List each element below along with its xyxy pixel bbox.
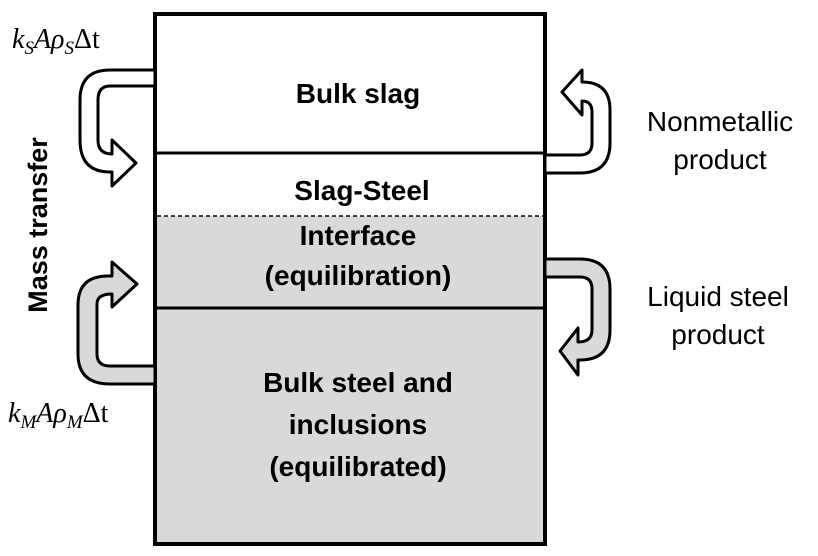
bulk-steel-region <box>155 308 545 544</box>
slag-mass-transfer-formula: kSAρSΔt <box>12 24 100 59</box>
reactor-outline <box>153 12 547 546</box>
liquid-steel-product-arrow <box>543 257 612 377</box>
metal-formula-rho-sub: M <box>66 412 84 433</box>
equilibration-label: (equilibration) <box>265 260 452 291</box>
slag-formula-delta-t: Δt <box>74 24 100 55</box>
steel-mass-transfer-arrow <box>76 260 157 386</box>
bulk-slag-region <box>155 14 545 153</box>
metal-formula-k-sub: M <box>19 412 37 433</box>
interface-label: Interface <box>300 220 417 251</box>
metal-formula-delta-t: Δt <box>83 398 109 429</box>
slag-side-interface-region <box>155 153 545 216</box>
slag-formula-a: A <box>32 24 52 55</box>
bulk-steel-label-line1: Bulk steel and <box>263 367 453 398</box>
slag-formula-rho: ρ <box>50 24 64 55</box>
slag-formula-k: k <box>12 24 25 55</box>
bulk-steel-label-line2: inclusions <box>289 409 427 440</box>
slag-mass-transfer-arrow <box>78 68 157 188</box>
nonmetallic-product-arrow <box>543 68 612 175</box>
bulk-slag-label: Bulk slag <box>296 78 420 109</box>
nonmetallic-product-label-line2: product <box>673 144 767 175</box>
nonmetallic-product-label-line1: Nonmetallic <box>647 106 793 137</box>
slag-steel-label: Slag-Steel <box>294 175 429 206</box>
slag-formula-k-sub: S <box>24 38 34 59</box>
bulk-steel-label-line3: (equilibrated) <box>269 451 446 482</box>
steel-side-interface-region <box>155 216 545 308</box>
mass-transfer-label: Mass transfer <box>23 137 53 313</box>
metal-formula-rho: ρ <box>52 398 66 429</box>
slag-formula-rho-sub: S <box>65 38 75 59</box>
metal-mass-transfer-formula: kMAρMΔt <box>8 398 109 433</box>
metal-formula-a: A <box>34 398 54 429</box>
metal-formula-k: k <box>8 398 21 429</box>
liquid-steel-product-label-line2: product <box>671 319 765 350</box>
liquid-steel-product-label-line1: Liquid steel <box>647 281 789 312</box>
